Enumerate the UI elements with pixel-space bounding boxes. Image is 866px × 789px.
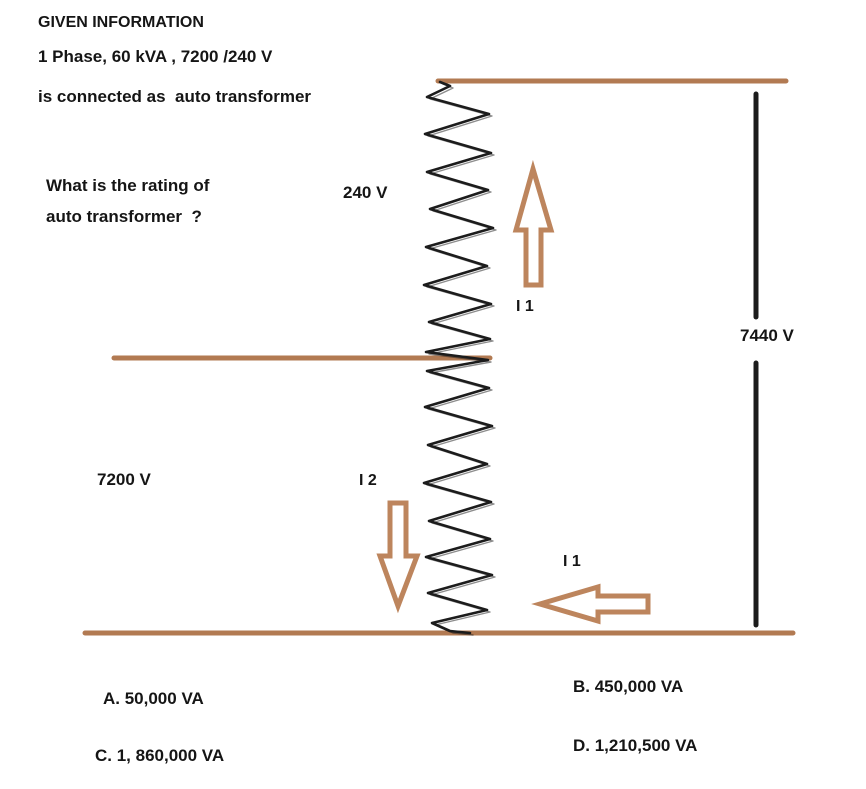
choice-d: D. 1,210,500 VA <box>573 736 698 755</box>
choice-a: A. 50,000 VA <box>103 689 204 708</box>
question-text: What is the rating of auto transformer ? <box>46 170 209 232</box>
given-info-title: GIVEN INFORMATION <box>38 14 204 31</box>
question-line1: What is the rating of <box>46 176 210 195</box>
choice-c: C. 1, 860,000 VA <box>95 746 225 765</box>
current-i2-label: I 2 <box>359 472 377 489</box>
series-winding-voltage-label: 240 V <box>343 183 388 202</box>
question-line2: auto transformer ? <box>46 207 202 226</box>
current-up-arrow <box>512 159 555 288</box>
winding-coil-overtrace <box>426 83 497 636</box>
current-i1-bottom-label: I 1 <box>563 553 581 570</box>
current-down-arrow <box>376 500 421 614</box>
input-voltage-label: 7200 V <box>97 470 151 489</box>
current-i1-top-label: I 1 <box>516 298 534 315</box>
current-left-arrow <box>531 583 651 625</box>
output-voltage-label: 7440 V <box>740 326 794 345</box>
choice-b: B. 450,000 VA <box>573 677 684 696</box>
given-info-connection: is connected as auto transformer <box>38 87 312 106</box>
given-info-spec: 1 Phase, 60 kVA , 7200 /240 V <box>38 47 273 66</box>
winding-coil <box>422 80 495 635</box>
